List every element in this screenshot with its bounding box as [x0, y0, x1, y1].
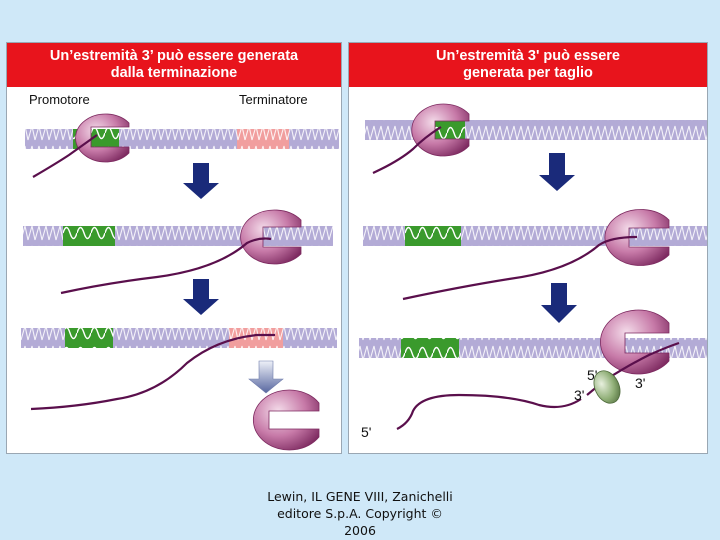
right-title-line1: Un’estremità 3' può essere [436, 48, 620, 64]
rna-transcript-r-step1 [372, 126, 442, 174]
left-panel-header: Un’estremità 3’ può essere generata dall… [7, 43, 341, 87]
termination-diagram [21, 113, 339, 451]
caption-line3: 2006 [344, 523, 376, 538]
terminator-label: Terminatore [239, 92, 308, 107]
left-panel-termination: Un’estremità 3’ può essere generata dall… [6, 42, 342, 454]
rna-transcript-step2 [60, 237, 272, 295]
rna-polymerase-step1 [75, 113, 130, 163]
rna-polymerase-r-step2 [604, 209, 670, 266]
rna-transcript-step3 [30, 333, 275, 411]
dna-strand-step2 [23, 226, 333, 246]
left-title-line2: dalla terminazione [110, 65, 238, 81]
copyright-caption: Lewin, IL GENE VIII, Zanichelli editore … [230, 488, 490, 539]
left-title-line1: Un’estremità 3’ può essere generata [49, 48, 299, 64]
promoter-label: Promotore [29, 92, 90, 107]
label-5-prime-top: 5' [587, 367, 598, 383]
caption-line1: Lewin, IL GENE VIII, Zanichelli [267, 489, 453, 504]
right-title-line2: generata per taglio [463, 65, 593, 81]
cleavage-enzyme [593, 370, 621, 404]
down-arrow-icon [541, 283, 577, 323]
rna-downstream-fragment [606, 341, 680, 380]
rna-transcript-r-step2 [402, 235, 638, 301]
rna-transcript-step1 [32, 134, 98, 178]
label-3-prime-cleaved: 3' [574, 387, 585, 403]
right-panel-cleavage: Un’estremità 3' può essere generata per … [348, 42, 708, 454]
right-panel-header: Un’estremità 3' può essere generata per … [349, 43, 707, 87]
dna-strand-step3 [21, 328, 337, 348]
rna-polymerase-r-step1 [411, 103, 470, 157]
dna-strand-r-step2 [363, 226, 707, 246]
rna-polymerase-released [253, 389, 320, 451]
dna-strand-r-step1 [365, 120, 707, 140]
cleavage-diagram [359, 103, 707, 430]
release-arrow-icon [248, 360, 284, 394]
rna-polymerase-r-step3 [600, 309, 670, 375]
dna-strand-step1 [25, 129, 339, 149]
down-arrow-icon [539, 153, 575, 191]
caption-line2: editore S.p.A. Copyright © [277, 506, 443, 521]
rna-cleaved-transcript [396, 393, 582, 430]
label-5-prime-bottom: 5' [361, 424, 372, 440]
label-3-prime-top: 3' [635, 375, 646, 391]
down-arrow-icon [183, 279, 219, 315]
down-arrow-icon [183, 163, 219, 199]
